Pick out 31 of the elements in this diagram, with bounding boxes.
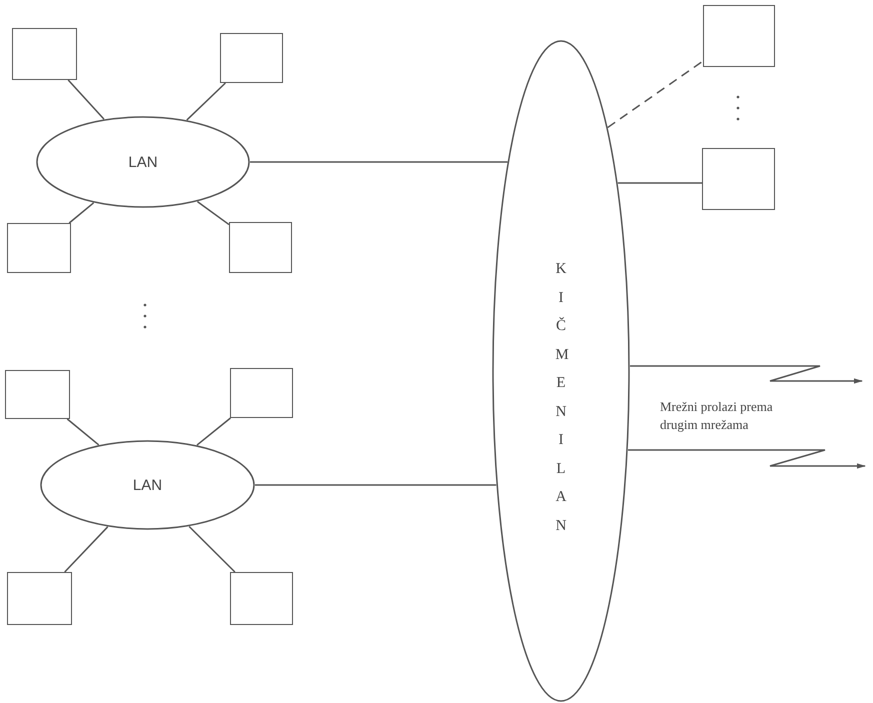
gateway-label: Mrežni prolazi prema drugim mrežama <box>660 398 774 434</box>
connection-line <box>186 82 226 121</box>
device-box <box>12 28 77 80</box>
connection-line <box>188 526 236 573</box>
device-box <box>702 148 775 210</box>
connection-line <box>607 60 704 128</box>
connection-line <box>68 80 104 120</box>
device-box <box>703 5 775 67</box>
connection-line <box>196 201 230 226</box>
device-box <box>230 368 293 418</box>
device-box <box>7 223 71 273</box>
device-box <box>230 572 293 625</box>
connection-line <box>68 202 94 224</box>
connection-line <box>66 418 100 446</box>
backbone-label: KIČMENI LAN <box>555 260 567 536</box>
connection-line <box>250 161 508 163</box>
device-box <box>229 222 292 273</box>
device-box <box>7 572 72 625</box>
connection-line <box>255 484 496 486</box>
device-box <box>220 33 283 83</box>
gateway-arrow <box>628 449 866 469</box>
gateway-arrow <box>630 365 863 384</box>
connection-line <box>64 526 108 573</box>
network-label: LAN <box>128 154 158 170</box>
connection-line <box>196 417 231 446</box>
backbone-ellipse <box>492 40 630 702</box>
device-box <box>5 370 70 419</box>
lan-ellipse <box>36 116 250 208</box>
network-label: LAN <box>132 476 162 494</box>
lan-ellipse <box>40 440 255 530</box>
connection-line <box>618 182 702 184</box>
